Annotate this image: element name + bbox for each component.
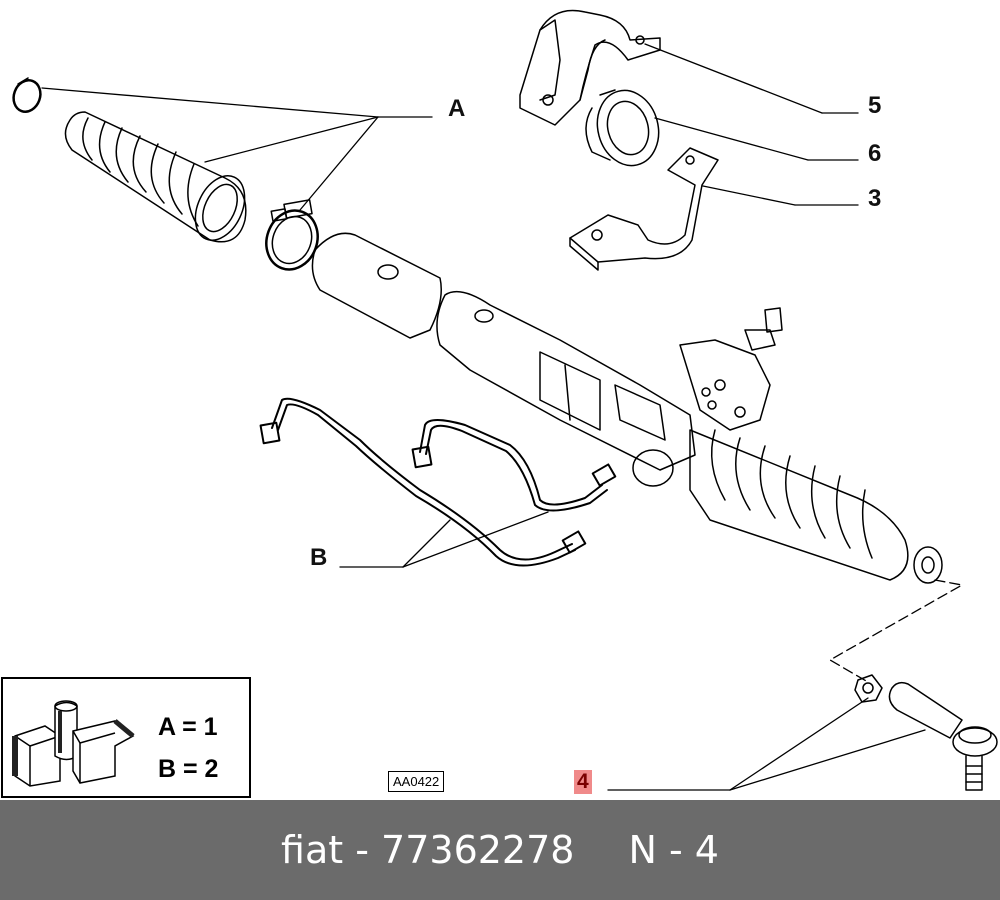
fluid-pipes bbox=[259, 397, 617, 567]
callout-3: 3 bbox=[868, 185, 882, 212]
tie-rod-end bbox=[854, 674, 998, 791]
steering-rack-exploded-diagram bbox=[12, 9, 998, 791]
callout-a: A bbox=[448, 95, 466, 122]
leader-lines bbox=[41, 43, 963, 791]
bellows-boot bbox=[64, 111, 247, 243]
callout-b: B bbox=[310, 544, 328, 571]
steering-rack-housing bbox=[311, 232, 943, 584]
reference-code: AA0422 bbox=[388, 771, 445, 792]
part-number-text: fiat - 77362278 bbox=[281, 828, 575, 872]
footer-bar: fiat - 77362278 N - 4 bbox=[0, 800, 1000, 900]
legend-b-quantity: B = 2 bbox=[158, 755, 219, 783]
mounting-bracket bbox=[569, 147, 719, 271]
legend-a-quantity: A = 1 bbox=[158, 713, 218, 741]
callout-5: 5 bbox=[868, 92, 882, 119]
hose-clamp bbox=[265, 199, 319, 271]
circlip bbox=[12, 77, 42, 113]
rubber-bushing bbox=[585, 89, 660, 167]
callout-4-highlighted: 4 bbox=[574, 770, 592, 794]
quantity-legend: A = 1 B = 2 bbox=[1, 677, 251, 798]
fiat-parts-package-icon bbox=[12, 700, 135, 787]
position-text: N - 4 bbox=[628, 828, 719, 872]
callout-6: 6 bbox=[868, 140, 882, 167]
clamp-bracket bbox=[519, 9, 661, 126]
